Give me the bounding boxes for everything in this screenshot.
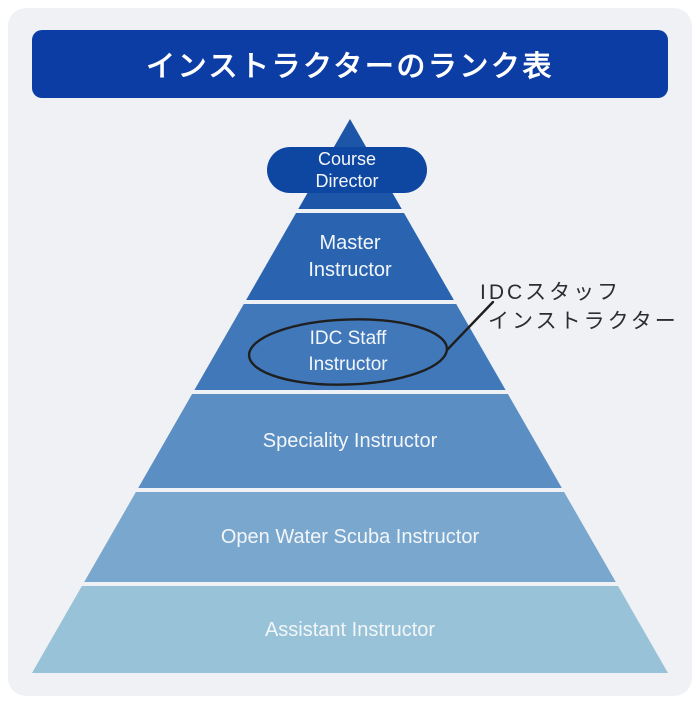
- callout-leader-line: [445, 300, 495, 352]
- course-director-capsule: [267, 147, 427, 193]
- pyramid-level-speciality-instructor: [138, 394, 562, 488]
- page-title: インストラクターのランク表: [146, 51, 554, 83]
- pyramid-level-master-instructor: [246, 213, 454, 300]
- idc-staff-callout-line2: インストラクター: [488, 310, 679, 333]
- pyramid-level-assistant-instructor: [32, 586, 668, 673]
- pyramid-level-idc-staff-instructor: [194, 304, 506, 390]
- title-banner: インストラクターのランク表: [32, 30, 668, 98]
- idc-staff-callout: IDCスタッフ インストラクター: [480, 278, 679, 336]
- pyramid-level-open-water-scuba-instructor: [84, 492, 616, 582]
- idc-staff-callout-line1: IDCスタッフ: [480, 281, 622, 304]
